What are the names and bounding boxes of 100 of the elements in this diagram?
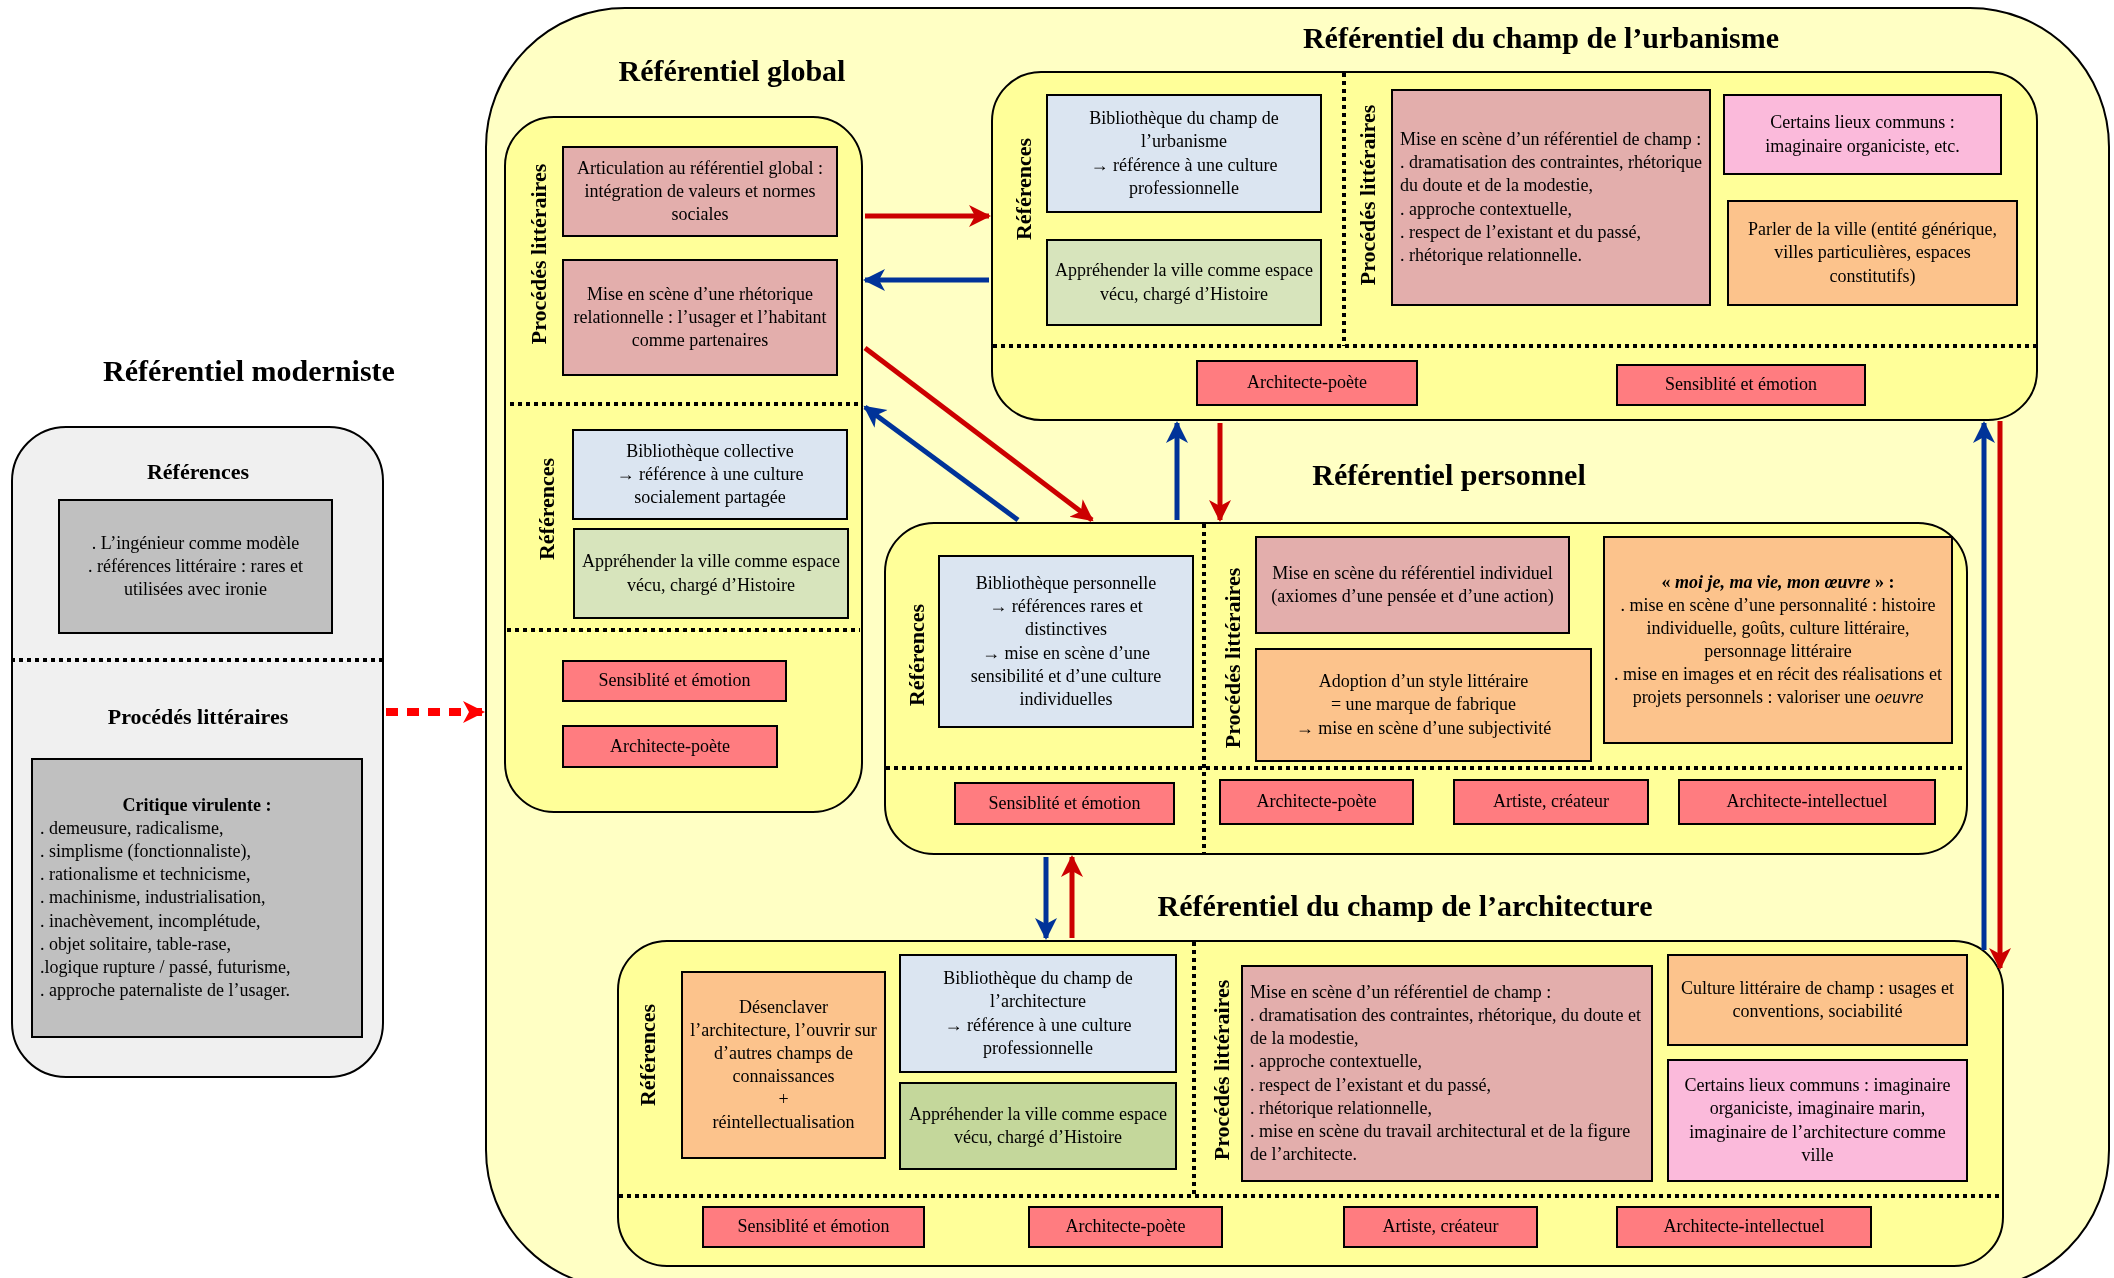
text-box — [1678, 779, 1936, 825]
box-text: Appréhender la ville comme espace vécu, chargé d’Histoire — [1055, 259, 1313, 306]
box-text: Sensiblité et émotion — [736, 1215, 891, 1239]
arrow — [1061, 855, 1083, 938]
section-label: Procédés littéraires — [526, 163, 552, 345]
section-label: Procédés littéraires — [1209, 979, 1235, 1161]
box-text: → référence à une culture socialement partagée — [615, 463, 805, 509]
text-box — [1219, 779, 1414, 825]
box-text: → références rares et distinctives — [988, 595, 1144, 642]
text-box — [1453, 779, 1649, 825]
box-text: → référence à une culture professionnelle — [1089, 153, 1279, 200]
box-text: . dramatisation des contraintes, rhétorique, du doute et de la modestie, — [1250, 1004, 1642, 1051]
box-text: Bibliothèque personnelle — [974, 572, 1158, 596]
box-text: Mise en scène du référentiel individuel (axiomes d’une pensée et d’une action) — [1270, 561, 1555, 608]
box-text: . mise en scène d’une personnalité : histoire individuelle, goûts, culture littéraire, personnage littéraire — [1619, 593, 1937, 663]
text-box — [1196, 360, 1418, 406]
box-text: . rationalisme et technicisme, — [40, 863, 252, 887]
section-label: Procédés littéraires — [1355, 104, 1381, 286]
text-box — [573, 528, 849, 619]
arrow — [1989, 421, 2011, 970]
box-text: . dramatisation des contraintes, rhétorique du doute et de la modestie, — [1400, 151, 1702, 198]
box-text: → référence à une culture professionnelle — [943, 1013, 1133, 1060]
box-text: Sensiblité et émotion — [987, 792, 1142, 815]
box-text: Architecte-intellectuel — [1662, 1215, 1826, 1239]
box-text: Mise en scène d’un référentiel de champ : — [1400, 128, 1702, 152]
text-box — [562, 725, 778, 768]
box-text: . approche paternaliste de l’usager. — [40, 978, 291, 1002]
text-box — [1343, 1206, 1538, 1248]
panel-heading: Référentiel personnel — [1312, 458, 1586, 492]
box-text: .logique rupture / passé, futurisme, — [40, 955, 292, 979]
box-text: Sensiblité et émotion — [597, 669, 752, 693]
box-text: Architecte-poète — [1064, 1215, 1187, 1239]
arrow — [1209, 423, 1231, 522]
box-text: . approche contextuelle, — [1250, 1050, 1423, 1074]
box-text: Architecte-poète — [609, 735, 731, 758]
text-box — [1255, 536, 1570, 634]
text-box — [562, 660, 787, 702]
text-box — [31, 758, 363, 1038]
section-label: Références — [904, 603, 930, 707]
arrow — [1035, 857, 1057, 940]
text-box — [1667, 954, 1968, 1046]
text-box — [1727, 200, 2018, 306]
arrow — [863, 269, 989, 291]
box-text: Mise en scène d’une rhétorique relationnelle : l’usager et l’habitant comme partenaires — [572, 282, 828, 352]
panel-heading: Référentiel du champ de l’architecture — [1157, 889, 1653, 923]
text-box — [938, 555, 1194, 728]
box-text: Adoption d’un style littéraire — [1317, 670, 1530, 694]
text-box — [1046, 239, 1322, 326]
box-text: . objet solitaire, table-rase, — [40, 932, 232, 956]
arrow — [1166, 421, 1188, 520]
box-text: . respect de l’existant et du passé, — [1400, 220, 1642, 244]
box-text: → mise en scène d’une subjectivité — [1294, 716, 1553, 740]
box-text: Appréhender la ville comme espace vécu, chargé d’Histoire — [908, 1102, 1168, 1149]
box-text: . mise en scène du travail architectural et de la figure de l’architecte. — [1250, 1119, 1632, 1166]
box-text: . références littéraire : rares et utilisées avec ironie — [87, 555, 304, 601]
text-box — [58, 499, 333, 634]
panel-heading: Référentiel du champ de l’urbanisme — [1302, 21, 1780, 55]
box-text: réintellectualisation — [711, 1111, 856, 1135]
box-text: Culture littéraire de champ : usages et conventions, sociabilité — [1680, 976, 1955, 1023]
section-label: Références — [635, 1003, 661, 1107]
box-text: Critique virulente : — [121, 794, 273, 818]
section-label: Procédés littéraires — [1220, 567, 1246, 749]
text-box — [702, 1206, 925, 1248]
panel-heading: Référentiel moderniste — [103, 354, 395, 388]
box-text: « moi je, ma vie, mon œuvre » : — [1660, 570, 1896, 594]
text-box — [562, 259, 838, 376]
section-label: Références — [1011, 137, 1037, 241]
text-box — [1616, 364, 1866, 406]
text-box — [1046, 94, 1322, 213]
box-text: . L’ingénieur comme modèle — [90, 531, 301, 555]
arrow — [863, 346, 1094, 522]
box-text: Certains lieux communs : imaginaire organiciste, imaginaire marin, imaginaire de l’architecture comme ville — [1683, 1074, 1952, 1167]
section-label: Procédés littéraires — [107, 704, 289, 730]
box-text: Architecte-poète — [1255, 790, 1378, 814]
box-text: . mise en images et en récit des réalisations et projets personnels : valoriser une oeuvre — [1613, 663, 1943, 710]
text-box — [572, 429, 848, 520]
arrow — [863, 405, 1020, 522]
text-box — [1028, 1206, 1223, 1248]
text-box — [1391, 89, 1711, 306]
box-text: Architecte-poète — [1246, 371, 1368, 395]
panel-heading: Référentiel global — [618, 54, 846, 88]
box-text: Certains lieux communs : imaginaire organiciste, etc. — [1764, 111, 1961, 158]
section-label: Références — [146, 459, 250, 485]
box-text: Architecte-intellectuel — [1725, 790, 1889, 814]
text-box — [1241, 965, 1653, 1182]
box-text: . simplisme (fonctionnaliste), — [40, 840, 252, 864]
box-text: . machinisme, industrialisation, — [40, 886, 267, 910]
box-text: Mise en scène d’un référentiel de champ : — [1250, 981, 1553, 1005]
box-text: Bibliothèque collective — [625, 439, 795, 463]
box-text: Artiste, créateur — [1492, 790, 1610, 814]
box-text: Sensiblité et émotion — [1664, 373, 1818, 397]
text-box — [1667, 1059, 1968, 1182]
box-text: . demeusure, radicalisme, — [40, 817, 225, 841]
text-box — [562, 146, 838, 237]
box-text: Bibliothèque du champ de l’architecture — [942, 967, 1134, 1014]
text-box — [1255, 648, 1592, 762]
box-text: Artiste, créateur — [1381, 1215, 1500, 1239]
box-text: . respect de l’existant et du passé, — [1250, 1073, 1492, 1097]
text-box — [899, 954, 1177, 1073]
box-text: . inachèvement, incomplétude, — [40, 909, 262, 933]
